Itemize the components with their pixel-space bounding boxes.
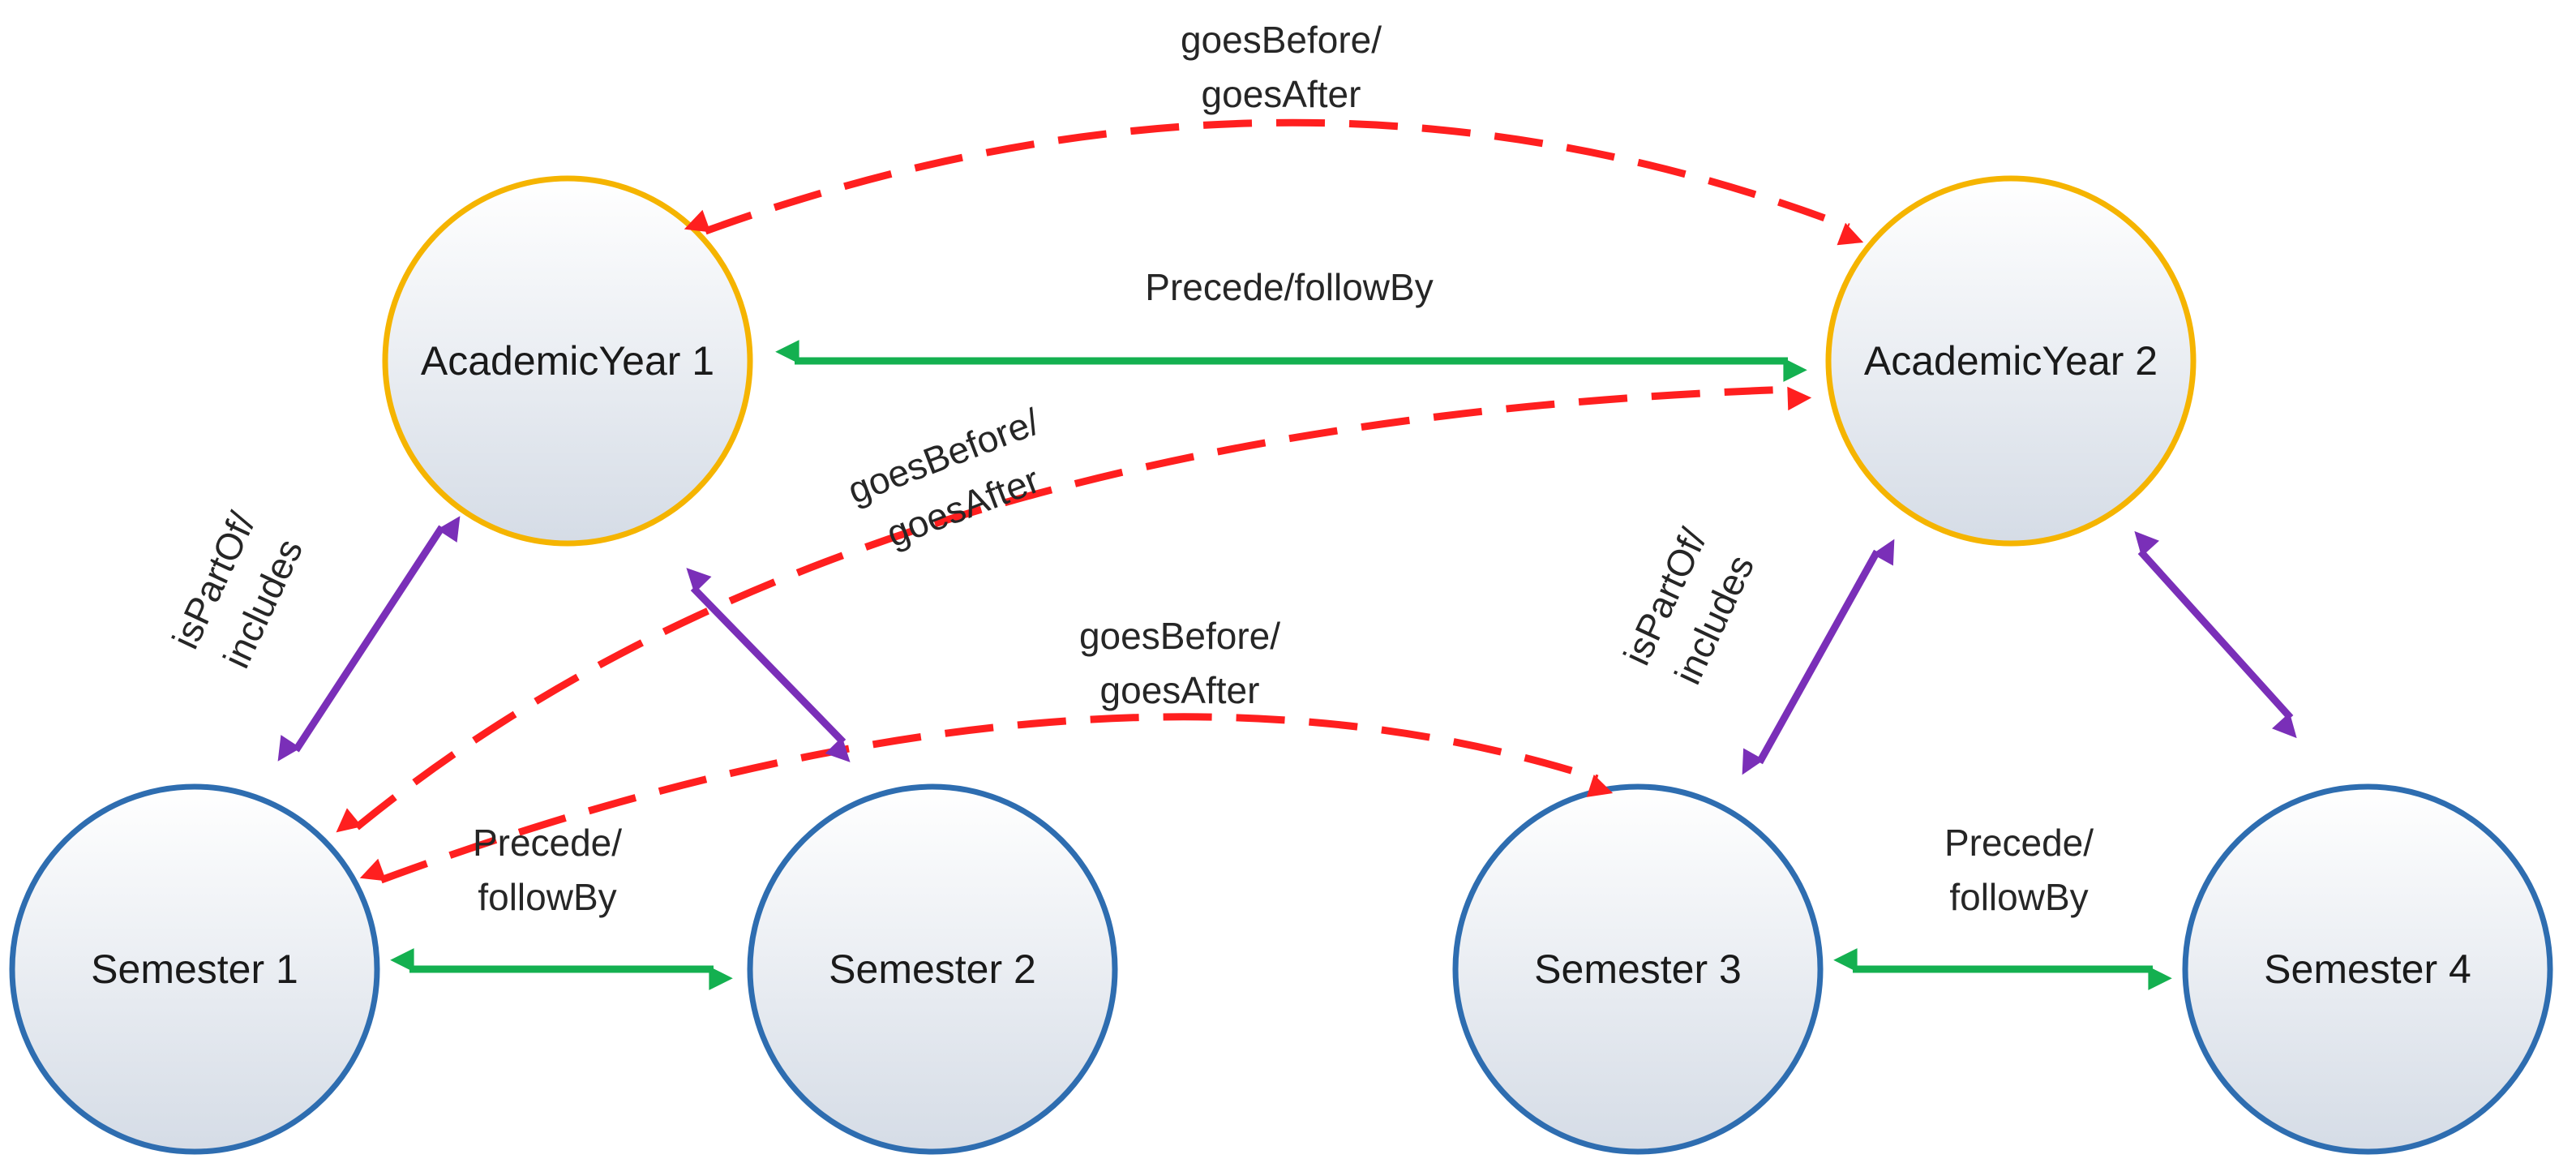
node-label-s2: Semester 2: [829, 946, 1036, 992]
label-goes-top-line1: goesBefore/: [1181, 19, 1382, 61]
label-precede-s12-line1: Precede/: [473, 822, 622, 864]
node-label-s4: Semester 4: [2264, 946, 2471, 992]
node-label-s1: Semester 1: [91, 946, 298, 992]
label-precede-ay: Precede/followBy: [1145, 266, 1433, 308]
label-goes-top-line2: goesAfter: [1202, 73, 1361, 115]
node-semester-1: Semester 1: [9, 783, 380, 1155]
node-academic-year-1: AcademicYear 1: [382, 175, 753, 547]
node-semester-3: Semester 3: [1452, 783, 1824, 1155]
label-precede-s34: Precede/ followBy: [1944, 822, 2094, 918]
edge-part-s1-ay1: [277, 516, 461, 762]
node-academic-year-2: AcademicYear 2: [1825, 175, 2197, 547]
edge-goes-s1-s3: [359, 713, 1614, 884]
label-precede-s34-line2: followBy: [1949, 876, 2088, 918]
edge-goes-ay1-ay2: [684, 118, 1864, 246]
label-goes-semester: goesBefore/ goesAfter: [1079, 615, 1280, 711]
node-semester-4: Semester 4: [2182, 783, 2553, 1155]
node-label-ay2: AcademicYear 2: [1864, 338, 2158, 384]
node-label-s3: Semester 3: [1534, 946, 1742, 992]
label-goes-top: goesBefore/ goesAfter: [1181, 19, 1382, 115]
label-part-right: isPartOf/ includes: [1615, 521, 1762, 690]
label-precede-s34-line1: Precede/: [1944, 822, 2094, 864]
label-goes-semester-line2: goesAfter: [1100, 669, 1260, 711]
node-label-ay1: AcademicYear 1: [421, 338, 714, 384]
label-goes-semester-line1: goesBefore/: [1079, 615, 1280, 657]
label-precede-s12-line2: followBy: [478, 876, 616, 918]
edge-goes-s1-ay2: [336, 385, 1812, 833]
label-goes-middle: goesBefore/ goesAfter: [842, 400, 1044, 555]
node-semester-2: Semester 2: [747, 783, 1118, 1155]
label-part-left: isPartOf/ includes: [164, 505, 311, 674]
edge-part-s2-ay1: [686, 568, 851, 762]
edge-part-s4-ay2: [2134, 530, 2297, 739]
label-precede-s12: Precede/ followBy: [473, 822, 622, 918]
edge-part-s3-ay2: [1742, 539, 1895, 775]
